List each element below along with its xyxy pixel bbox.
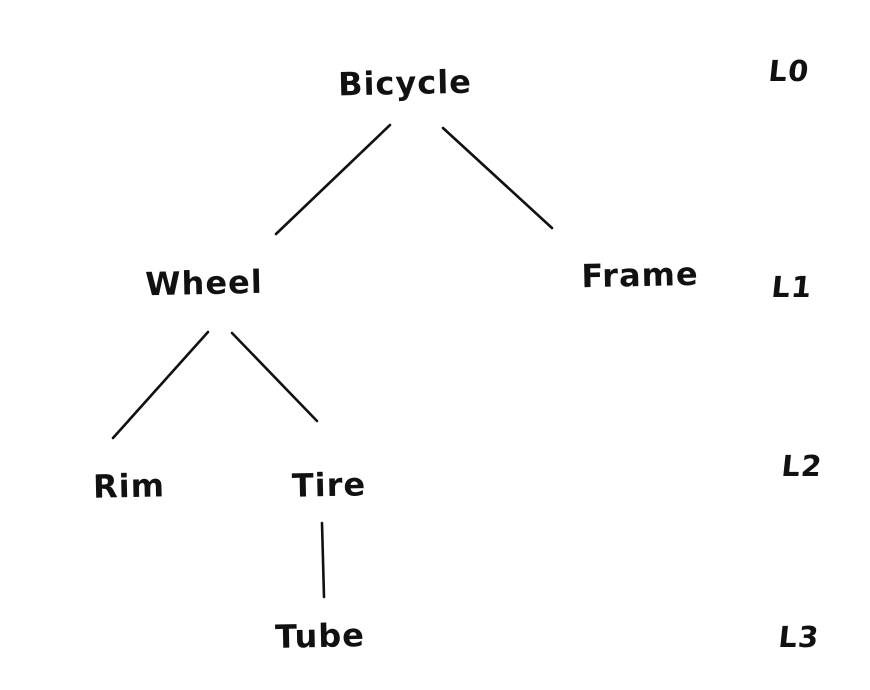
level-label-l2: L2 <box>779 449 825 483</box>
edge-wheel-tire <box>230 331 319 423</box>
node-rim: Rim <box>92 466 166 506</box>
edge-wheel-rim <box>111 330 210 440</box>
edge-tire-tube <box>320 521 326 599</box>
node-frame: Frame <box>580 254 700 296</box>
node-bicycle: Bicycle <box>337 62 473 104</box>
node-tube: Tube <box>274 616 366 656</box>
node-tire: Tire <box>291 465 367 505</box>
node-wheel: Wheel <box>144 262 264 304</box>
level-label-l1: L1 <box>769 270 815 304</box>
level-label-l0: L0 <box>766 54 812 88</box>
edge-bicycle-wheel <box>274 123 392 236</box>
edge-bicycle-frame <box>441 126 554 230</box>
level-label-l3: L3 <box>776 620 822 654</box>
